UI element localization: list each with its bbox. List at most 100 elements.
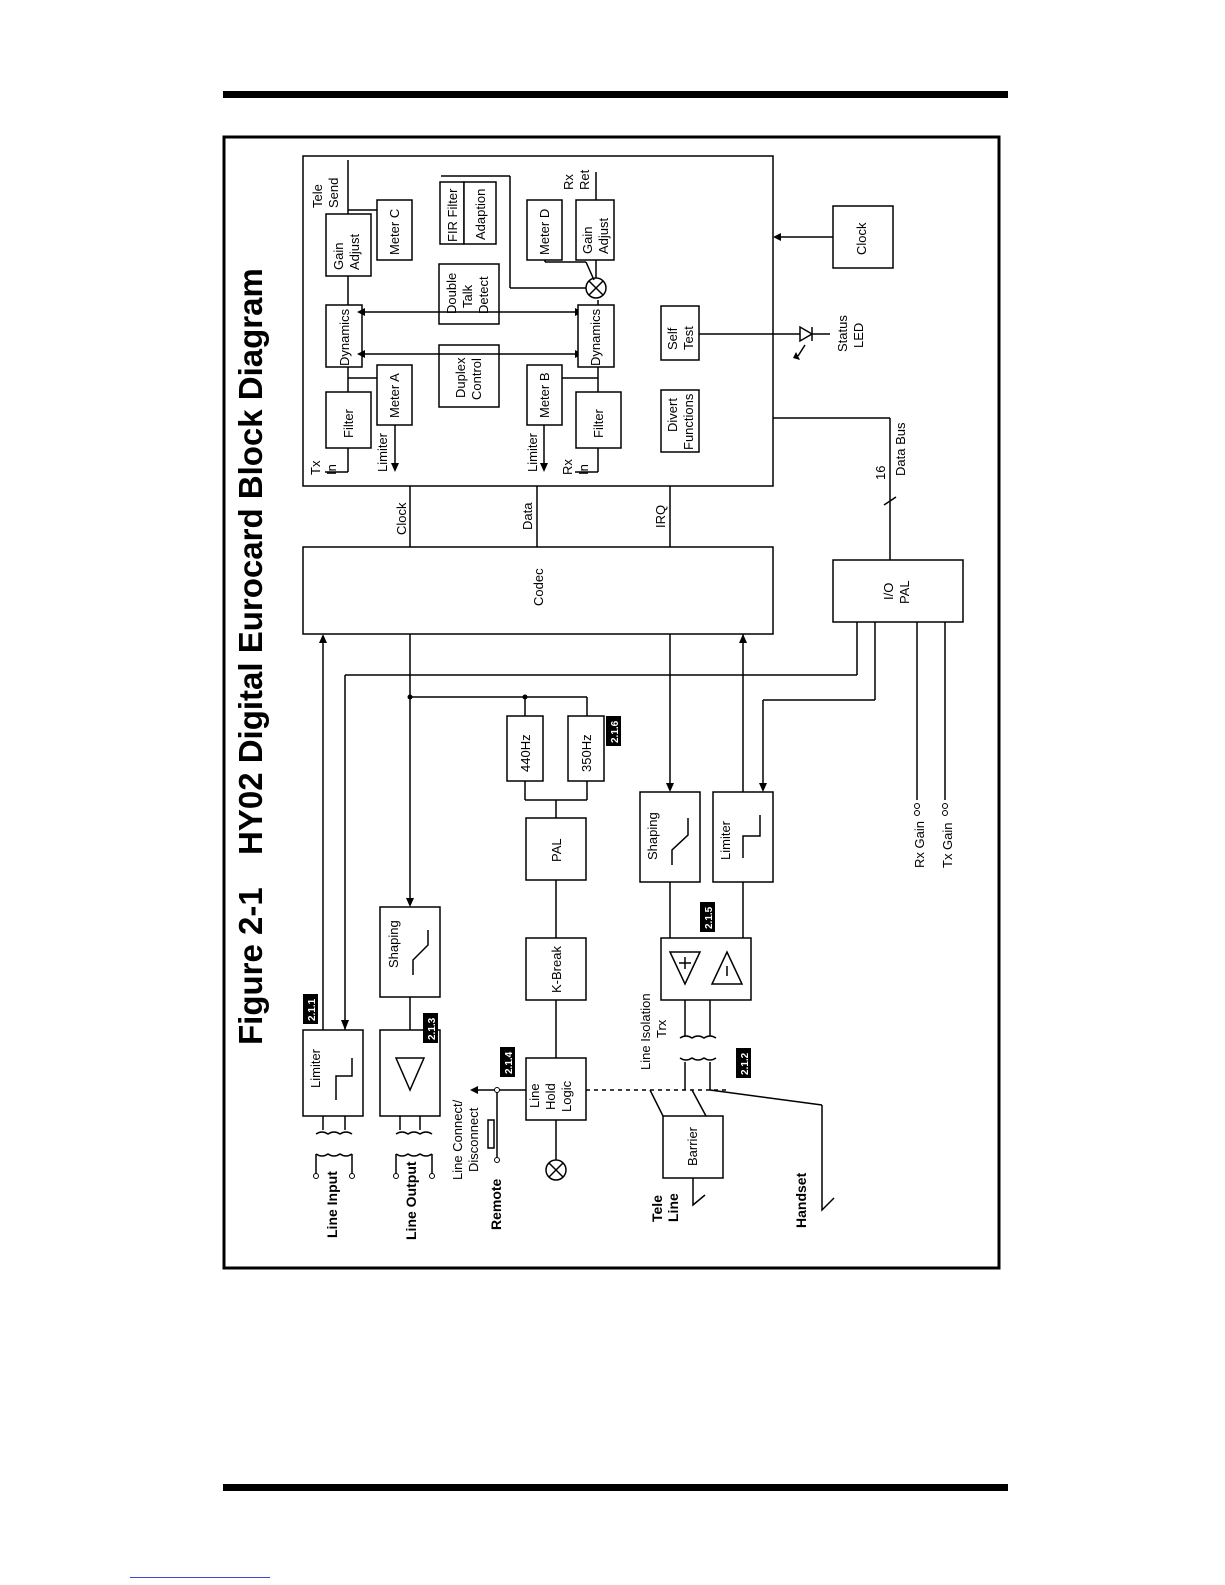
badge-2-1-5: 2.1.5 xyxy=(700,902,715,932)
duplex-control-block xyxy=(438,344,500,408)
line-connect-switch xyxy=(487,1119,495,1149)
clock-label: Clock xyxy=(854,222,869,255)
line-hold-label-3: Logic xyxy=(559,1080,574,1112)
line-hold-label-2: Hold xyxy=(543,1083,558,1110)
shaping-out-label: Shaping xyxy=(386,920,401,968)
rx-gain-label: Rx Gain xyxy=(912,821,927,868)
double-talk-label-3: Detect xyxy=(476,276,491,314)
dynamics-tx-block xyxy=(325,304,363,368)
rx-ret-label: Rx xyxy=(561,174,576,190)
duplex-label: Duplex xyxy=(453,357,468,398)
rx-ret-label-2: Ret xyxy=(577,169,592,190)
codec-label: Codec xyxy=(531,568,546,606)
codec-block xyxy=(302,546,774,635)
limiter-rx-label: Limiter xyxy=(718,820,733,860)
data-bus-label: Data Bus xyxy=(893,422,908,476)
filter-rx-label: Filter xyxy=(591,408,606,438)
barrier-label: Barrier xyxy=(685,1126,700,1166)
svg-text:2.1.6: 2.1.6 xyxy=(610,720,621,743)
remote-label: Remote xyxy=(488,1178,504,1230)
limiter-rx-out-label: Limiter xyxy=(525,432,540,472)
figure-number: Figure 2-1 xyxy=(232,887,269,1045)
meter-c-block xyxy=(376,199,413,261)
shaping-rx-block xyxy=(639,791,701,883)
line-isolation-label-2: Trx xyxy=(654,1019,669,1038)
dynamics-tx-label: Dynamics xyxy=(337,308,352,366)
io-pal-label: I/O xyxy=(881,583,896,600)
k-break-block xyxy=(525,937,587,1001)
limiter-tx-out-label: Limiter xyxy=(375,432,390,472)
svg-text:2.1.2: 2.1.2 xyxy=(740,1052,751,1075)
limiter-in-block xyxy=(302,1029,364,1117)
figure-title: HY02 Digital Eurocard Block Diagram xyxy=(232,268,269,855)
badge-2-1-1: 2.1.1 xyxy=(303,994,318,1024)
tone-350-block xyxy=(567,715,605,782)
status-led-label-2: LED xyxy=(851,323,866,348)
bottom-rule xyxy=(223,1484,1008,1491)
shaping-out-block xyxy=(379,906,441,998)
tone-440-label: 440Hz xyxy=(518,734,533,772)
tele-line-label-2: Line xyxy=(665,1193,681,1222)
hybrid-amp-block xyxy=(660,937,752,1001)
limiter-in-label: Limiter xyxy=(308,1048,323,1088)
status-led-label: Status xyxy=(835,315,850,352)
pal-label: PAL xyxy=(549,838,564,862)
gain-adjust-rx-label-2: Adjust xyxy=(596,217,611,254)
self-test-label: Self xyxy=(665,327,680,350)
filter-tx-label: Filter xyxy=(341,408,356,438)
figure-frame xyxy=(222,135,1001,1270)
rx-in-label: Rx xyxy=(560,459,575,475)
badge-2-1-2: 2.1.2 xyxy=(736,1048,751,1078)
top-rule xyxy=(223,91,1008,98)
dynamics-rx-block xyxy=(577,304,615,368)
io-pal-label-2: PAL xyxy=(897,580,912,604)
irq-line-label: IRQ xyxy=(653,505,668,528)
pal-block xyxy=(525,817,587,881)
line-connect-label: Line Connect/ xyxy=(450,1099,465,1180)
meter-b-label: Meter B xyxy=(537,372,552,418)
gain-adjust-rx-label: Gain xyxy=(580,227,595,254)
footer-link-line xyxy=(130,1577,270,1578)
tele-send-label: Tele xyxy=(310,184,325,208)
meter-c-label: Meter C xyxy=(387,209,402,255)
badge-2-1-4: 2.1.4 xyxy=(500,1047,515,1077)
duplex-label-2: Control xyxy=(469,358,484,400)
double-talk-label-2: Talk xyxy=(460,284,475,308)
meter-d-label: Meter D xyxy=(537,209,552,255)
clock-line-label: Clock xyxy=(394,502,409,535)
meter-b-block xyxy=(526,364,563,426)
tele-send-label-2: Send xyxy=(326,178,341,208)
double-talk-detect-block xyxy=(438,263,500,325)
fir-filter-label: FIR Filter xyxy=(445,188,460,242)
line-output-label: Line Output xyxy=(403,1161,419,1240)
tone-440-block xyxy=(506,715,544,782)
tone-350-label: 350Hz xyxy=(579,734,594,772)
divert-functions-block xyxy=(660,389,700,453)
bus-width-label: 16 xyxy=(873,466,888,480)
rx-in-label-2: In xyxy=(576,464,591,475)
badge-2-1-3: 2.1.3 xyxy=(423,1013,438,1043)
divert-label-2: Functions xyxy=(681,393,696,450)
k-break-label: K-Break xyxy=(549,946,564,993)
self-test-label-2: Test xyxy=(681,326,696,350)
tele-line-label: Tele xyxy=(649,1195,665,1222)
line-hold-label: Line xyxy=(527,1083,542,1108)
gain-adjust-rx-block xyxy=(575,199,615,261)
filter-tx-block xyxy=(325,391,372,449)
badge-2-1-6: 2.1.6 xyxy=(606,716,621,746)
self-test-block xyxy=(660,305,700,361)
io-pal-block xyxy=(832,559,964,623)
line-input-label: Line Input xyxy=(324,1171,340,1238)
barrier-block xyxy=(662,1115,724,1179)
adaption-label: Adaption xyxy=(473,189,488,240)
tx-in-label-2: In xyxy=(324,464,339,475)
svg-text:2.1.1: 2.1.1 xyxy=(307,998,318,1021)
handset-label: Handset xyxy=(793,1172,809,1228)
gain-adjust-tx-label: Gain xyxy=(331,243,346,270)
gain-adjust-tx-label-2: Adjust xyxy=(347,233,362,270)
filter-rx-block xyxy=(575,391,622,449)
tx-in-label: Tx xyxy=(308,460,323,475)
line-isolation-label: Line Isolation xyxy=(638,993,653,1070)
meter-a-block xyxy=(376,364,413,426)
